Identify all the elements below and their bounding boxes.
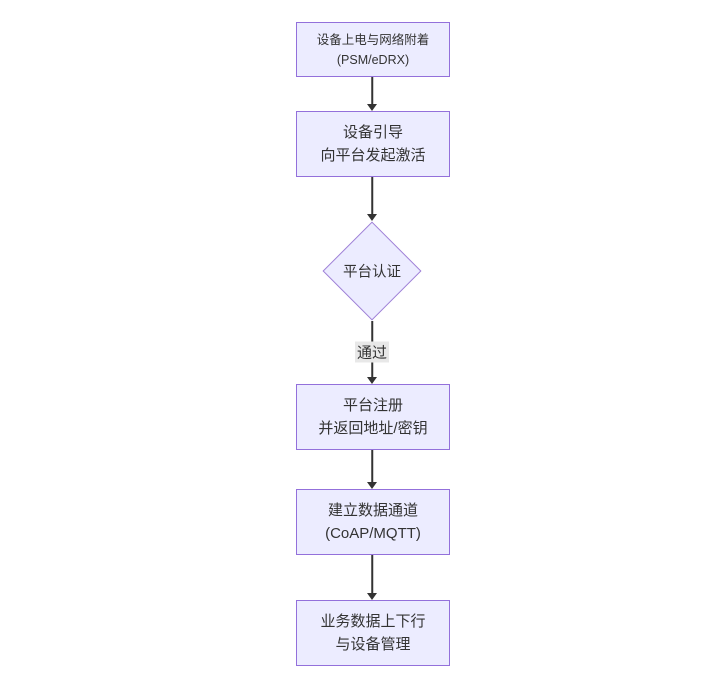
edge-line	[371, 450, 373, 483]
arrowhead-icon	[367, 482, 377, 489]
node-label-line: 设备引导	[342, 123, 403, 141]
node-platform-auth: 平台认证	[322, 221, 422, 321]
node-label-line: (CoAP/MQTT)	[325, 525, 421, 542]
edge-label-pass: 通过	[354, 341, 390, 363]
node-label-line: 并返回地址/密钥	[318, 420, 428, 437]
node-business-data: 业务数据上下行 与设备管理	[296, 600, 450, 666]
edge-channel-to-business	[366, 555, 378, 600]
edge-line	[371, 555, 373, 594]
edge-line	[371, 77, 373, 105]
edge-line	[371, 177, 373, 215]
node-label-line: 与设备管理	[335, 636, 411, 653]
arrowhead-icon	[367, 593, 377, 600]
node-data-channel: 建立数据通道 (CoAP/MQTT)	[296, 489, 450, 555]
node-label-line: 平台注册	[342, 396, 403, 414]
node-label-line: 业务数据上下行	[320, 612, 426, 630]
node-label-line: 设备上电与网络附着	[316, 32, 430, 47]
edge-power-to-bootstrap	[366, 77, 378, 111]
node-label-line: 建立数据通道	[327, 501, 418, 519]
node-label-line: 平台认证	[343, 264, 401, 281]
node-label-line: 向平台发起激活	[320, 147, 426, 164]
edge-bootstrap-to-auth	[366, 177, 378, 221]
arrowhead-icon	[367, 104, 377, 111]
node-power-attach: 设备上电与网络附着 (PSM/eDRX)	[296, 22, 450, 77]
edge-register-to-channel	[366, 450, 378, 489]
arrowhead-icon	[367, 377, 377, 384]
node-label-line: (PSM/eDRX)	[336, 52, 410, 67]
arrowhead-icon	[367, 214, 377, 221]
node-bootstrap: 设备引导 向平台发起激活	[296, 111, 450, 177]
node-platform-register: 平台注册 并返回地址/密钥	[296, 384, 450, 450]
